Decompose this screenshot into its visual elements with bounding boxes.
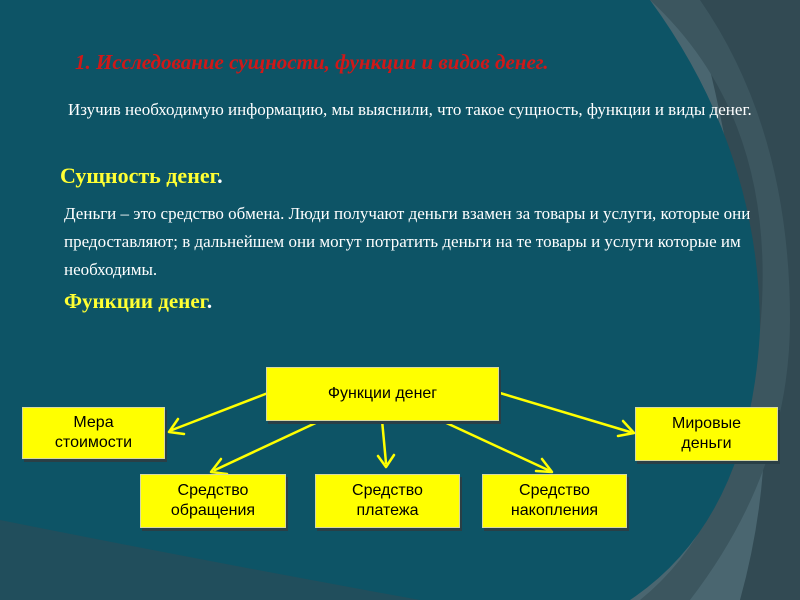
arrow-to-measure [170,391,270,432]
node-means-of-circulation: Средство обращения [140,474,286,528]
node-world-line2: деньги [681,435,732,452]
node-means-of-payment: Средство платежа [315,474,460,528]
node-measure-line1: Мера [73,414,114,431]
functions-heading: Функции денег. [64,289,212,314]
essence-heading-dot: . [217,163,223,188]
node-accumulation-label: Средство накопления [511,481,598,521]
node-world-line1: Мировые [672,415,741,432]
arrowhead-measure [167,417,186,436]
node-payment-label: Средство платежа [352,481,423,521]
arrowhead-accumulation [534,457,554,474]
arrowhead-circulation [209,457,229,476]
arrowhead-world [616,419,636,438]
functions-heading-text: Функции денег [64,289,207,313]
arrow-to-payment [380,418,388,465]
essence-heading: Сущность денег. [60,163,223,189]
node-measure-label: Мера стоимости [55,413,132,453]
node-world-money: Мировые деньги [635,407,778,461]
node-payment-line2: платежа [356,502,419,519]
root-node-functions: Функции денег [266,367,499,421]
node-accumulation-line2: накопления [510,502,599,519]
node-measure-line2: стоимости [54,434,133,451]
slide-title: 1. Исследование сущности, функции и видо… [75,50,549,74]
node-payment-line1: Средство [352,482,423,499]
arrow-to-circulation [213,418,324,472]
arrowhead-payment [376,453,396,469]
essence-heading-text: Сущность денег [60,163,218,188]
functions-heading-dot: . [206,289,213,313]
essence-paragraph: Деньги – это средство обмена. Люди получ… [64,204,751,279]
node-world-label: Мировые деньги [672,414,741,454]
root-node-label: Функции денег [327,385,438,402]
node-circulation-line1: Средство [177,482,249,499]
intro-paragraph: Изучив необходимую информацию, мы выясни… [68,100,752,119]
node-circulation-line2: обращения [170,502,256,519]
node-circulation-label: Средство обращения [171,481,255,521]
arrow-to-world [498,391,632,434]
node-measure-of-value: Мера стоимости [22,407,165,459]
arrow-to-accumulation [438,418,550,472]
node-means-of-accumulation: Средство накопления [482,474,627,528]
node-accumulation-line1: Средство [519,482,590,499]
